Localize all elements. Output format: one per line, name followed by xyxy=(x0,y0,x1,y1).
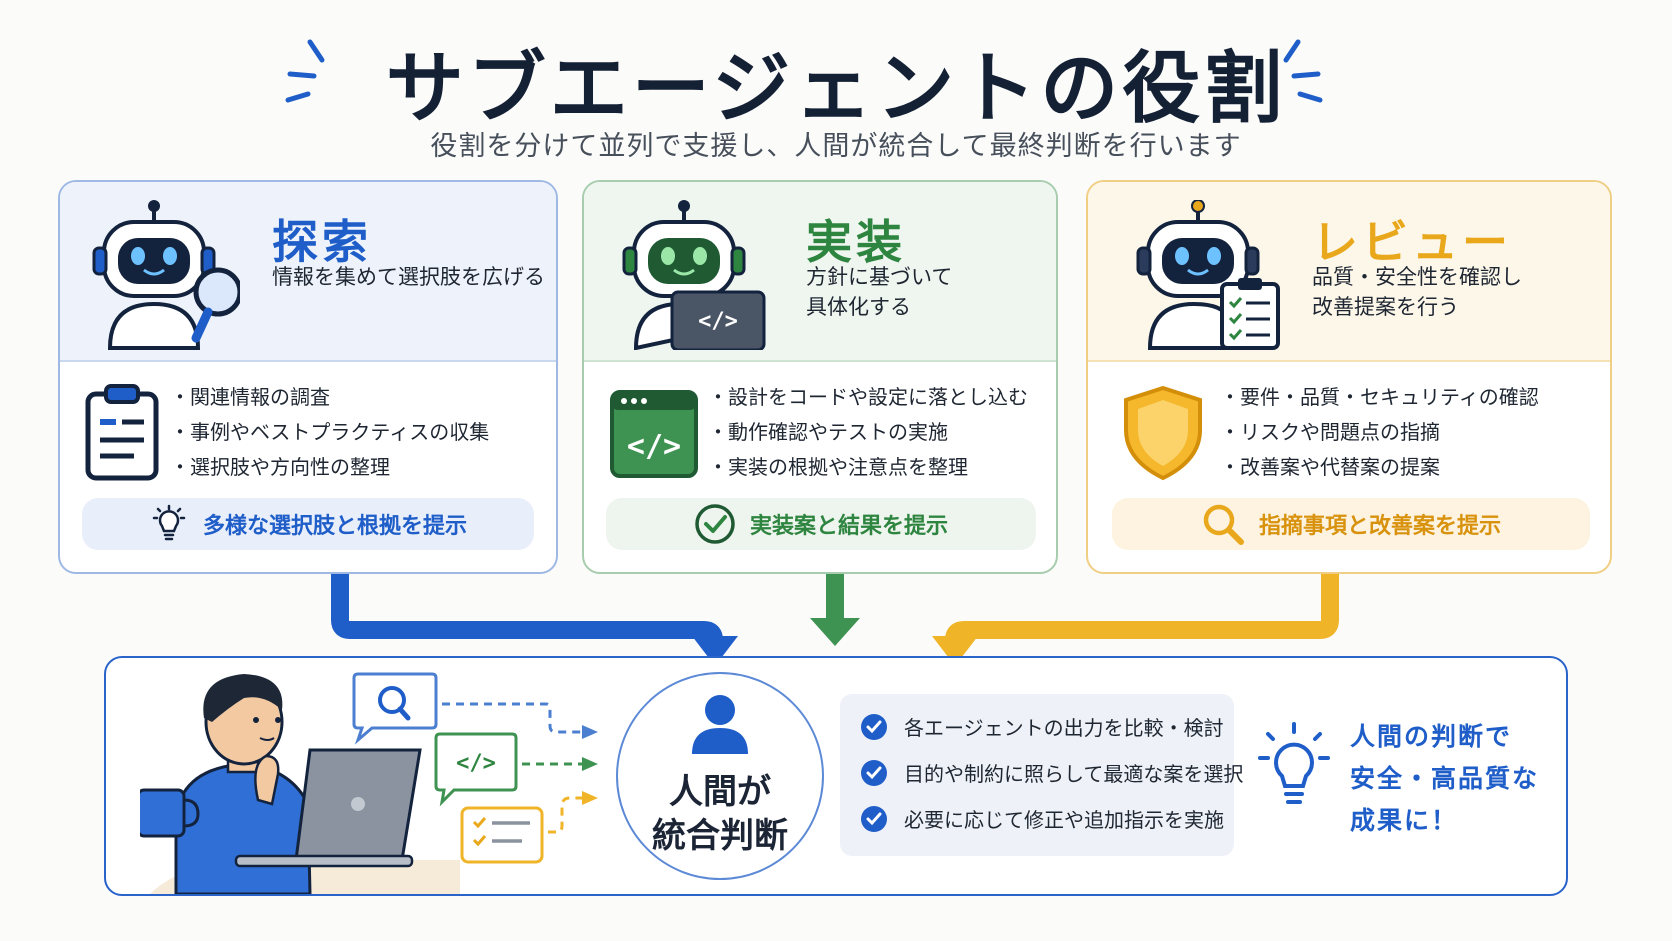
agent-card-review: レビュー 品質・安全性を確認し 改善提案を行う 要件・品質・セキュリティの確認 … xyxy=(1086,180,1612,574)
check-item: 各エージェントの出力を比較・検討 xyxy=(860,712,1224,741)
code-window-icon: </> xyxy=(610,390,698,478)
arrow-review xyxy=(945,574,1339,642)
code-bubble-icon: </> xyxy=(434,732,518,807)
robot-explorer-icon xyxy=(92,200,240,350)
result-text: 多様な選択肢と根拠を提示 xyxy=(202,514,467,539)
agent-bullets: 要件・品質・セキュリティの確認 リスクや問題点の指摘 改善案や代替案の提案 xyxy=(1220,380,1539,485)
human-judgment-label: 人間が 統合判断 xyxy=(652,772,788,856)
page-subtitle: 役割を分けて並列で支援し、人間が統合して最終判断を行います xyxy=(430,131,1242,162)
svg-text:</>: </> xyxy=(627,429,681,464)
lightbulb-icon xyxy=(152,504,186,541)
sparkle-left-icon xyxy=(285,39,325,103)
result-badge: 多様な選択肢と根拠を提示 xyxy=(82,498,534,550)
human-checklist: 各エージェントの出力を比較・検討 目的や制約に照らして最適な案を選択 必要に応じ… xyxy=(840,694,1243,856)
list-item: 関連情報の調査 xyxy=(170,380,489,415)
agent-description: 品質・安全性を確認し 改善提案を行う xyxy=(1312,265,1522,319)
list-item: 要件・品質・セキュリティの確認 xyxy=(1220,380,1539,415)
agent-description: 情報を集めて選択肢を広げる xyxy=(272,265,545,289)
result-badge: 指摘事項と改善案を提示 xyxy=(1112,498,1590,550)
search-bubble-icon xyxy=(352,672,438,745)
shield-icon xyxy=(1124,385,1202,481)
list-item: リスクや問題点の指摘 xyxy=(1220,415,1539,450)
result-text: 指摘事項と改善案を提示 xyxy=(1258,514,1501,539)
human-at-laptop-icon xyxy=(140,674,460,894)
arrow-explore xyxy=(331,574,723,642)
arrow-review-head xyxy=(932,636,978,664)
list-item: 選択肢や方向性の整理 xyxy=(170,450,489,485)
agent-name: 実装 xyxy=(806,215,906,269)
input-bubbles: </> xyxy=(352,672,598,864)
sparkle-right-icon xyxy=(1283,39,1323,103)
agent-card-explore: 探索 情報を集めて選択肢を広げる 関連情報の調査 事例やベストプラクティスの収集… xyxy=(58,180,558,574)
agent-bullets: 設計をコードや設定に落とし込む 動作確認やテストの実施 実装の根拠や注意点を整理 xyxy=(708,380,1028,485)
check-circle-icon xyxy=(861,713,887,740)
robot-implementer-icon: </> xyxy=(622,200,766,350)
robot-reviewer-icon xyxy=(1136,200,1280,350)
svg-text:</>: </> xyxy=(456,751,496,776)
arrow-explore-head xyxy=(692,636,738,664)
agent-card-implement: </> 実装 方針に基づいて 具体化する </> 設計をコードや設定に落とし込む… xyxy=(582,180,1058,574)
agent-name: レビュー xyxy=(1312,215,1512,269)
search-icon xyxy=(1203,504,1244,545)
check-circle-icon xyxy=(695,504,735,544)
agent-description: 方針に基づいて 具体化する xyxy=(806,265,953,319)
check-circle-icon xyxy=(861,805,887,832)
checklist-bubble-icon xyxy=(460,806,544,864)
list-item: 改善案や代替案の提案 xyxy=(1220,450,1539,485)
conclusion-text: 人間の判断で 安全・高品質な 成果に！ xyxy=(1350,722,1540,835)
result-badge: 実装案と結果を提示 xyxy=(606,498,1036,550)
list-item: 設計をコードや設定に落とし込む xyxy=(708,380,1028,415)
list-item: 動作確認やテストの実施 xyxy=(708,415,1028,450)
page-title: サブエージェントの役割 xyxy=(385,44,1287,134)
check-item: 目的や制約に照らして最適な案を選択 xyxy=(860,758,1243,787)
clipboard-list-icon xyxy=(85,384,159,481)
result-text: 実装案と結果を提示 xyxy=(749,514,948,539)
person-icon xyxy=(692,695,748,754)
check-item: 必要に応じて修正や追加指示を実施 xyxy=(860,804,1224,833)
flow-arrows xyxy=(331,574,1339,664)
lightbulb-icon xyxy=(1258,722,1330,804)
agent-bullets: 関連情報の調査 事例やベストプラクティスの収集 選択肢や方向性の整理 xyxy=(170,380,489,485)
list-item: 実装の根拠や注意点を整理 xyxy=(708,450,1028,485)
list-item: 事例やベストプラクティスの収集 xyxy=(170,415,489,450)
check-circle-icon xyxy=(861,759,887,786)
agent-name: 探索 xyxy=(272,215,372,269)
svg-text:</>: </> xyxy=(698,309,738,334)
arrow-implement-head xyxy=(810,618,860,646)
